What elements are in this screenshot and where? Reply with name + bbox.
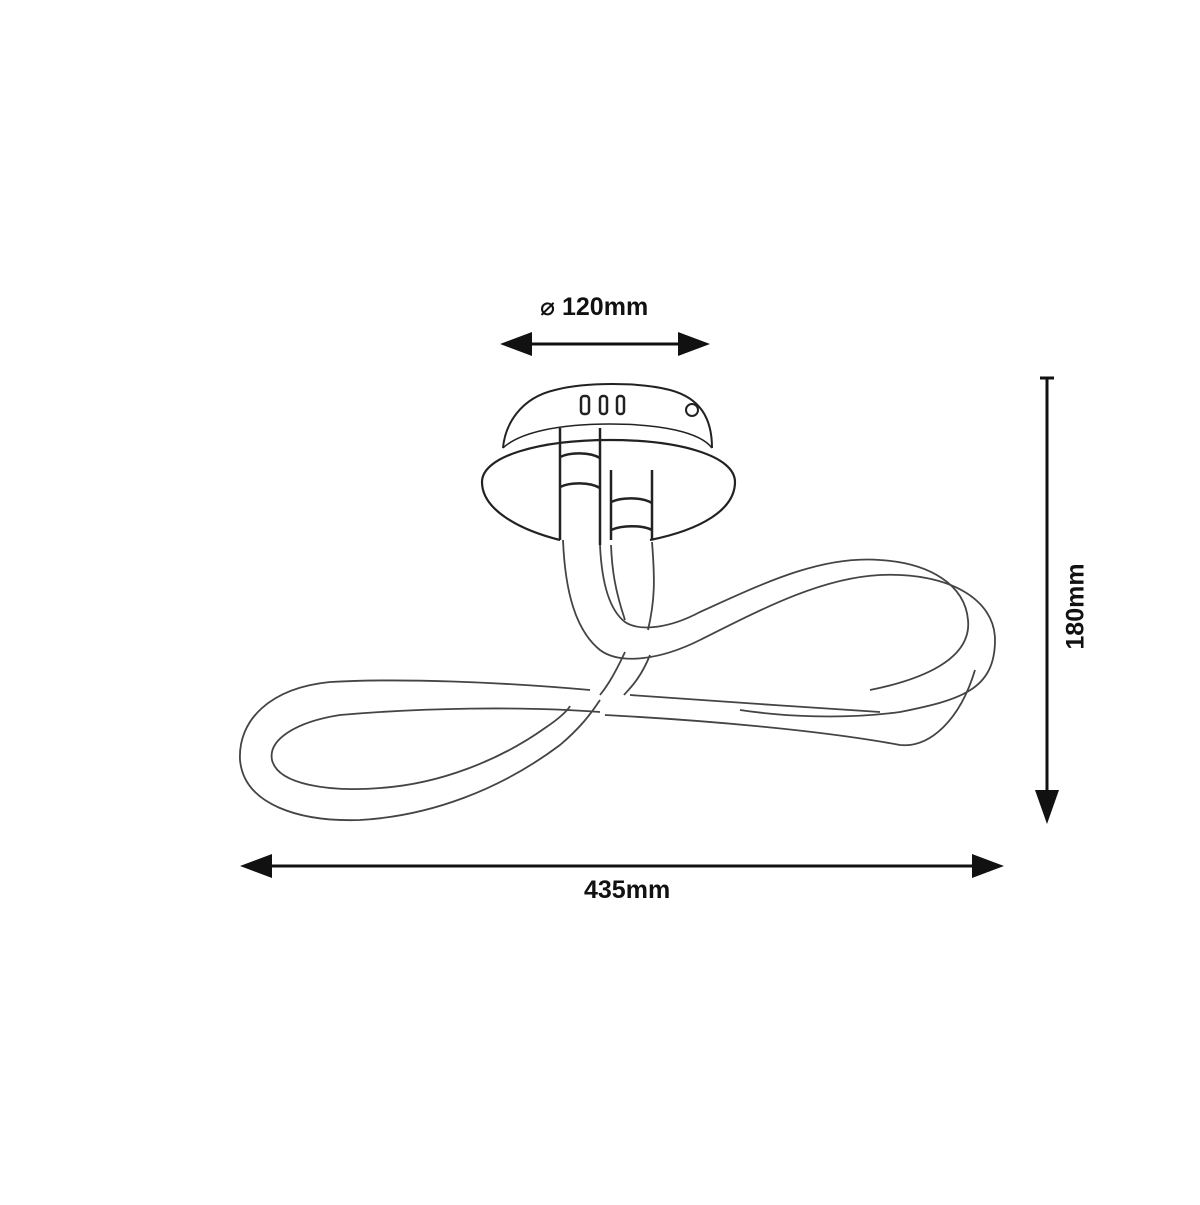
lamp-canopy-icon [480,383,737,545]
diameter-label: ⌀ 120mm [540,293,649,321]
width-label: 435mm [584,876,671,904]
width-arrow-icon [240,854,1004,878]
led-tube-loop-icon [239,539,996,822]
height-label: 180mm [1061,563,1090,650]
height-arrow-icon [1035,376,1059,824]
diameter-arrow-icon [500,332,710,356]
